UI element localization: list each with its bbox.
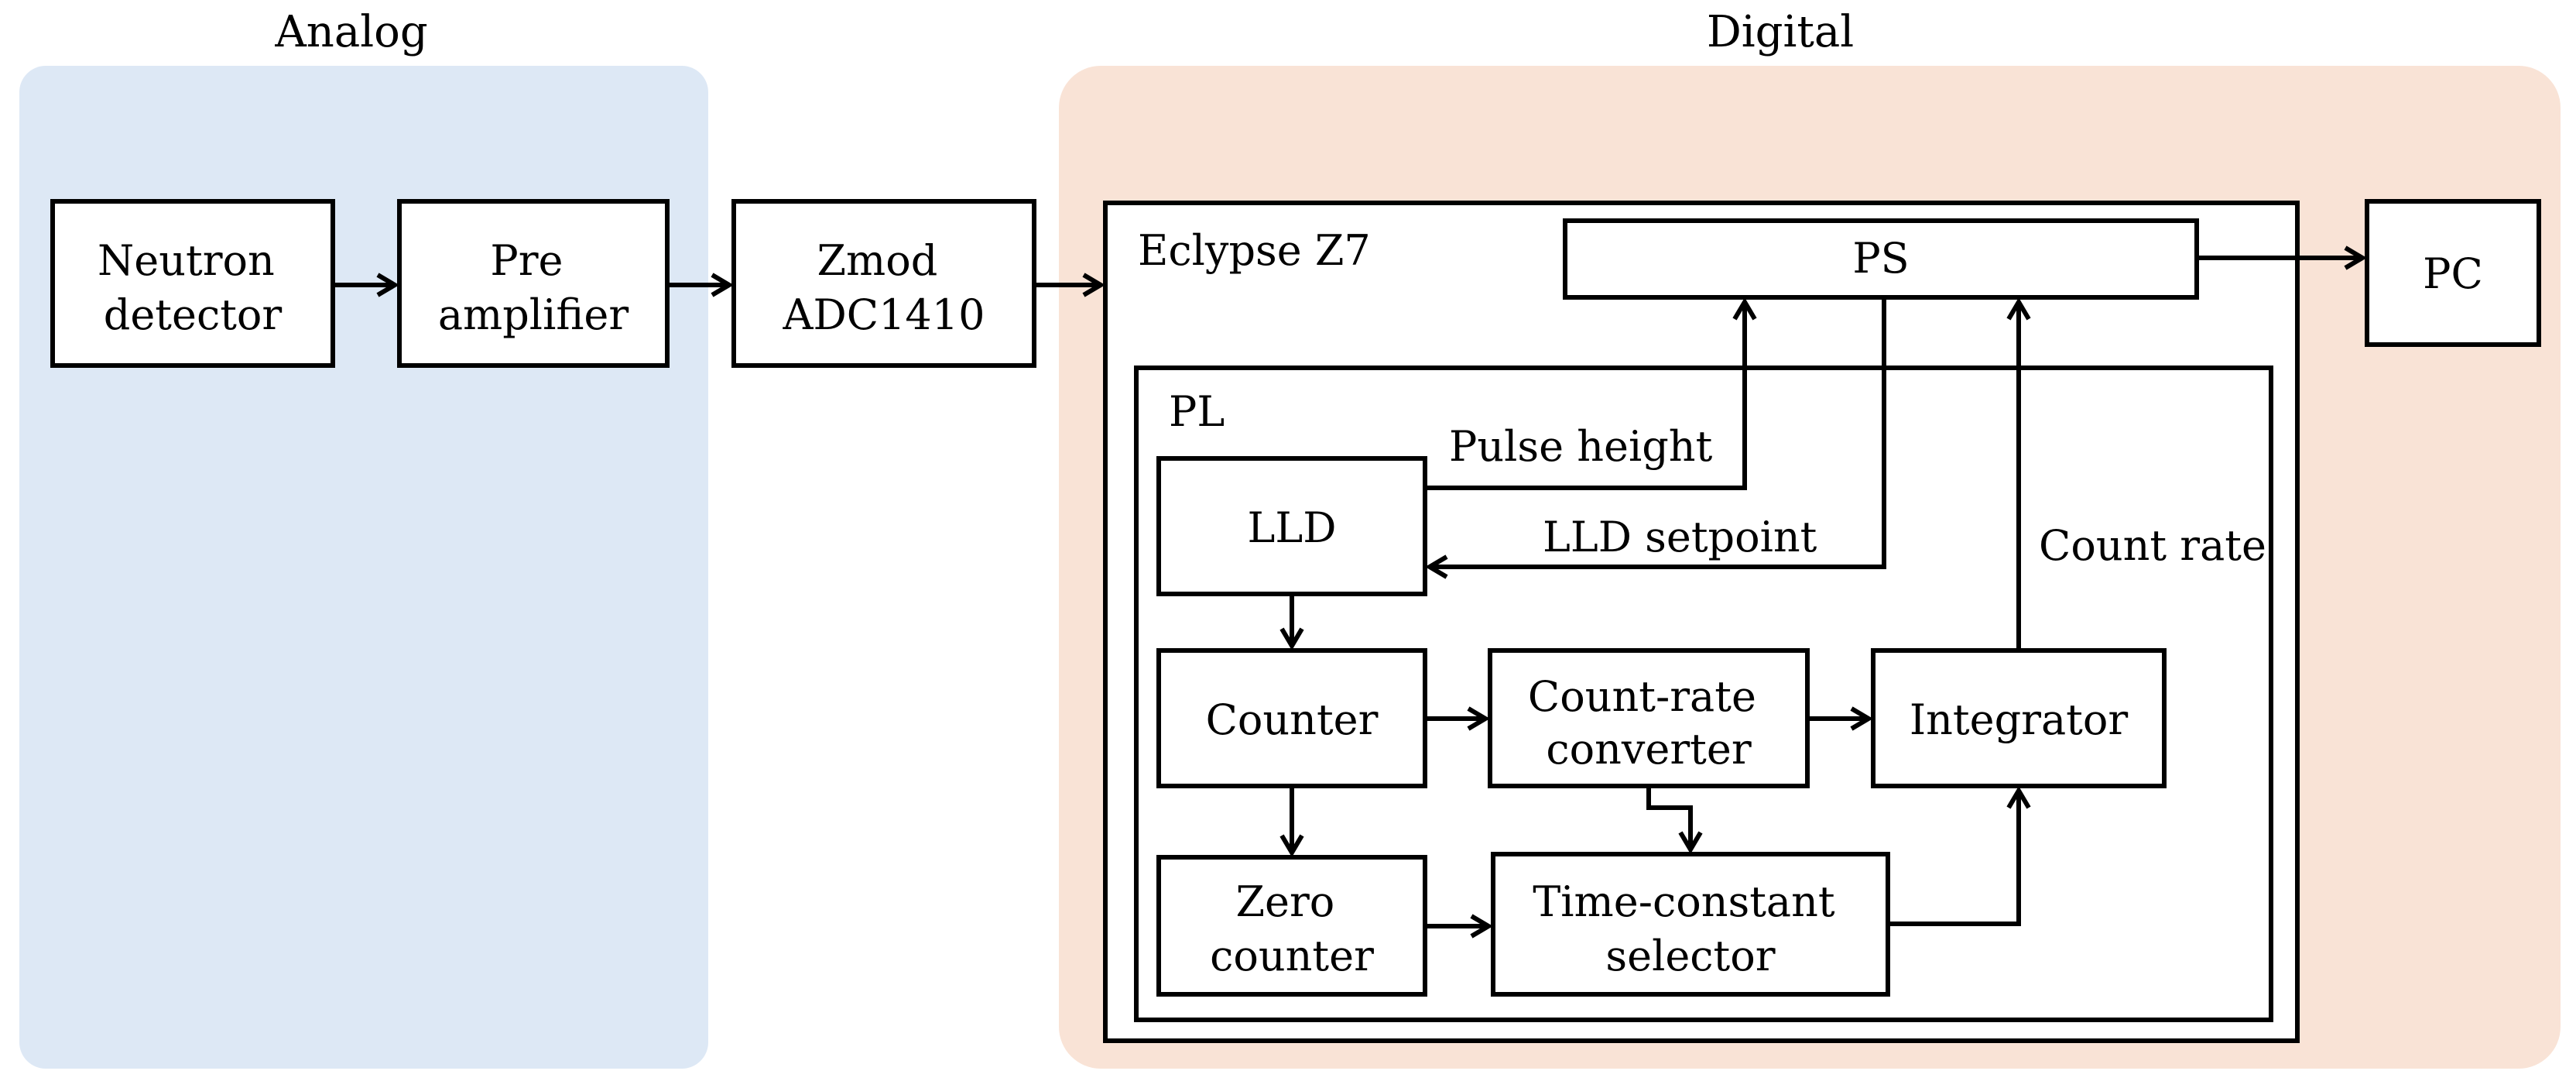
pc-label: PC: [2423, 249, 2483, 298]
neutron-detector-block: Neutron detector: [50, 199, 335, 368]
pre-amplifier-line-1: Pre: [490, 236, 563, 285]
count-rate-converter-line-1: Count-rate: [1528, 672, 1756, 721]
zmod-line-2: ADC1410: [782, 290, 985, 339]
count-rate-label: Count rate: [2039, 521, 2266, 570]
digital-region-label: Digital: [1707, 7, 1854, 57]
svg-text:Time-constant selector: Time-constant selector: [1533, 877, 1848, 980]
integrator-label: Integrator: [1910, 695, 2129, 744]
arrow-selector-to-integrator: [1888, 791, 2019, 926]
time-constant-selector-line-1: Time-constant: [1533, 877, 1835, 926]
svg-text:Zmod ADC1410: Zmod ADC1410: [782, 236, 985, 339]
pre-amplifier-line-2: amplifier: [438, 290, 629, 339]
zmod-adc1410-block: Zmod ADC1410: [731, 199, 1036, 368]
integrator-block: Integrator: [1871, 648, 2167, 788]
neutron-detector-line-2: detector: [104, 290, 283, 339]
zero-counter-block: Zero counter: [1156, 855, 1427, 997]
lld-block: LLD: [1156, 456, 1427, 596]
lld-label: LLD: [1247, 503, 1336, 552]
ps-label: PS: [1852, 234, 1909, 283]
svg-text:Pre amplifier: Pre amplifier: [438, 236, 629, 339]
arrow-pulse-height: [1425, 302, 1745, 490]
ps-block: PS: [1563, 218, 2199, 300]
pc-block: PC: [2365, 199, 2541, 347]
svg-text:Count-rate converter: Count-rate converter: [1528, 672, 1769, 774]
lld-setpoint-label: LLD setpoint: [1543, 513, 1817, 561]
pulse-height-label: Pulse height: [1449, 422, 1713, 471]
zmod-line-1: Zmod: [817, 236, 938, 285]
arrow-lld-setpoint: [1430, 297, 1886, 567]
svg-text:Zero counter: Zero counter: [1210, 877, 1374, 980]
arrow-converter-to-selector: [1646, 786, 1690, 849]
count-rate-converter-line-2: converter: [1546, 725, 1751, 774]
pre-amplifier-block: Pre amplifier: [397, 199, 670, 368]
pl-label: PL: [1169, 387, 1225, 436]
analog-region-label: Analog: [274, 7, 427, 57]
neutron-detector-line-1: Neutron: [98, 236, 275, 285]
zero-counter-line-2: counter: [1210, 932, 1374, 980]
count-rate-converter-block: Count-rate converter: [1488, 648, 1810, 788]
zero-counter-line-1: Zero: [1236, 877, 1335, 926]
counter-label: Counter: [1206, 695, 1379, 744]
time-constant-selector-line-2: selector: [1605, 932, 1775, 980]
counter-block: Counter: [1156, 648, 1427, 788]
svg-text:Neutron detector: Neutron detector: [98, 236, 288, 339]
time-constant-selector-block: Time-constant selector: [1491, 852, 1890, 997]
eclypse-z7-label: Eclypse Z7: [1138, 226, 1371, 275]
